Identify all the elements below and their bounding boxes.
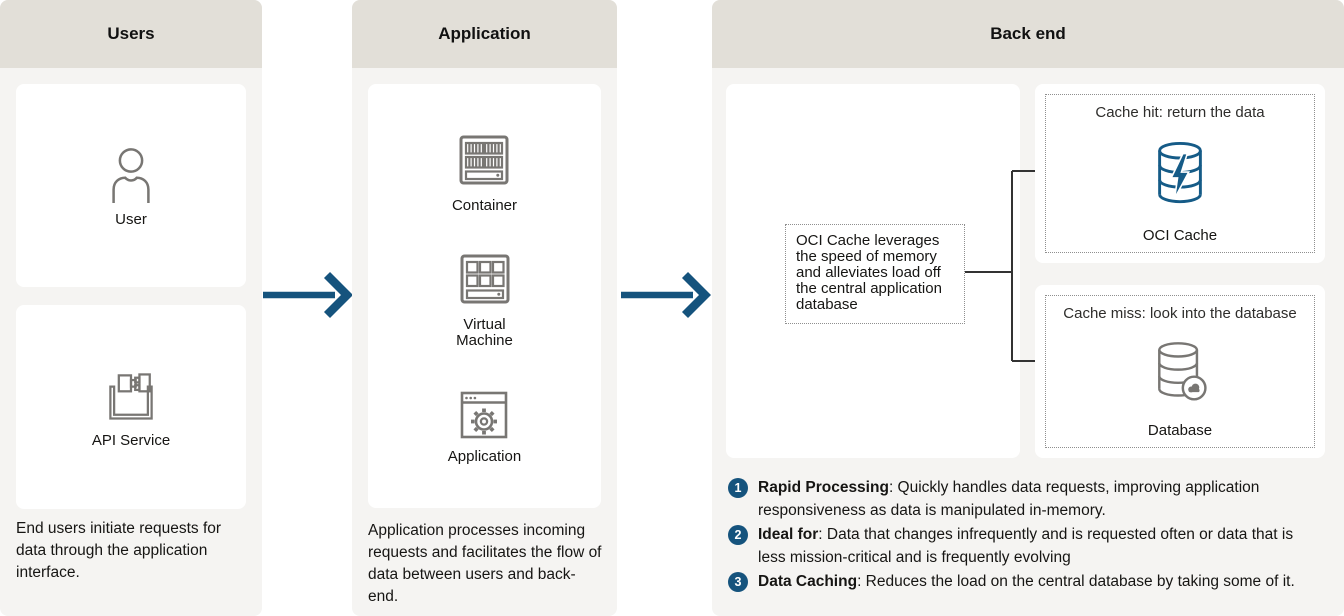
application-item: Application bbox=[448, 383, 521, 465]
virtual-machine-label: Virtual Machine bbox=[456, 316, 513, 349]
user-card: User bbox=[16, 84, 246, 287]
flow-arrow-application-to-backend bbox=[621, 271, 711, 319]
note-badge-2: 2 bbox=[728, 525, 748, 545]
database-icon bbox=[1158, 342, 1207, 401]
user-icon bbox=[112, 147, 150, 203]
panel-users-title: Users bbox=[0, 0, 262, 68]
backend-notes: 1 Rapid Processing: Quickly handles data… bbox=[728, 476, 1328, 594]
panel-users: Users User bbox=[0, 0, 262, 616]
application-stack-card: Container bbox=[368, 84, 601, 508]
virtual-machine-icon bbox=[460, 254, 509, 304]
panel-application: Application bbox=[352, 0, 617, 616]
cache-note-card: OCI Cache leverages the speed of memory … bbox=[726, 84, 1020, 458]
api-service-label: API Service bbox=[91, 432, 171, 449]
cloud-glyph bbox=[1188, 383, 1200, 393]
application-label: Application bbox=[447, 447, 522, 465]
users-description: End users initiate requests for data thr… bbox=[16, 520, 222, 581]
user-label: User bbox=[115, 210, 147, 228]
panel-application-title: Application bbox=[352, 0, 617, 68]
cache-miss-title: Cache miss: look into the database bbox=[1063, 305, 1297, 322]
application-icon bbox=[461, 391, 508, 438]
api-service-icon bbox=[109, 373, 153, 420]
note-ideal-for: 2 Ideal for: Data that changes infrequen… bbox=[728, 523, 1328, 569]
database-label: Database bbox=[1147, 422, 1213, 439]
cache-note-box: OCI Cache leverages the speed of memory … bbox=[785, 224, 965, 324]
virtual-machine-item: Virtual Machine bbox=[443, 247, 527, 349]
panel-backend: Back end OCI Cache leverages the speed o… bbox=[712, 0, 1344, 616]
container-icon bbox=[459, 135, 509, 184]
oci-cache-label: OCI Cache bbox=[1142, 227, 1218, 244]
oci-cache-icon bbox=[1158, 141, 1202, 204]
note-badge-3: 3 bbox=[728, 572, 748, 592]
cache-hit-title: Cache hit: return the data bbox=[1095, 104, 1265, 121]
api-service-card: API Service bbox=[16, 305, 246, 509]
container-item: Container bbox=[452, 128, 517, 214]
container-label: Container bbox=[451, 196, 518, 214]
application-description: Application processes incoming requests … bbox=[368, 522, 602, 605]
note-data-caching: 3 Data Caching: Reduces the load on the … bbox=[728, 570, 1328, 593]
cache-miss-card: Cache miss: look into the database bbox=[1035, 285, 1325, 458]
flow-arrow-users-to-application bbox=[263, 271, 353, 319]
panel-backend-title: Back end bbox=[712, 0, 1344, 68]
note-badge-1: 1 bbox=[728, 478, 748, 498]
note-rapid-processing: 1 Rapid Processing: Quickly handles data… bbox=[728, 476, 1328, 522]
cache-hit-card: Cache hit: return the data bbox=[1035, 84, 1325, 263]
